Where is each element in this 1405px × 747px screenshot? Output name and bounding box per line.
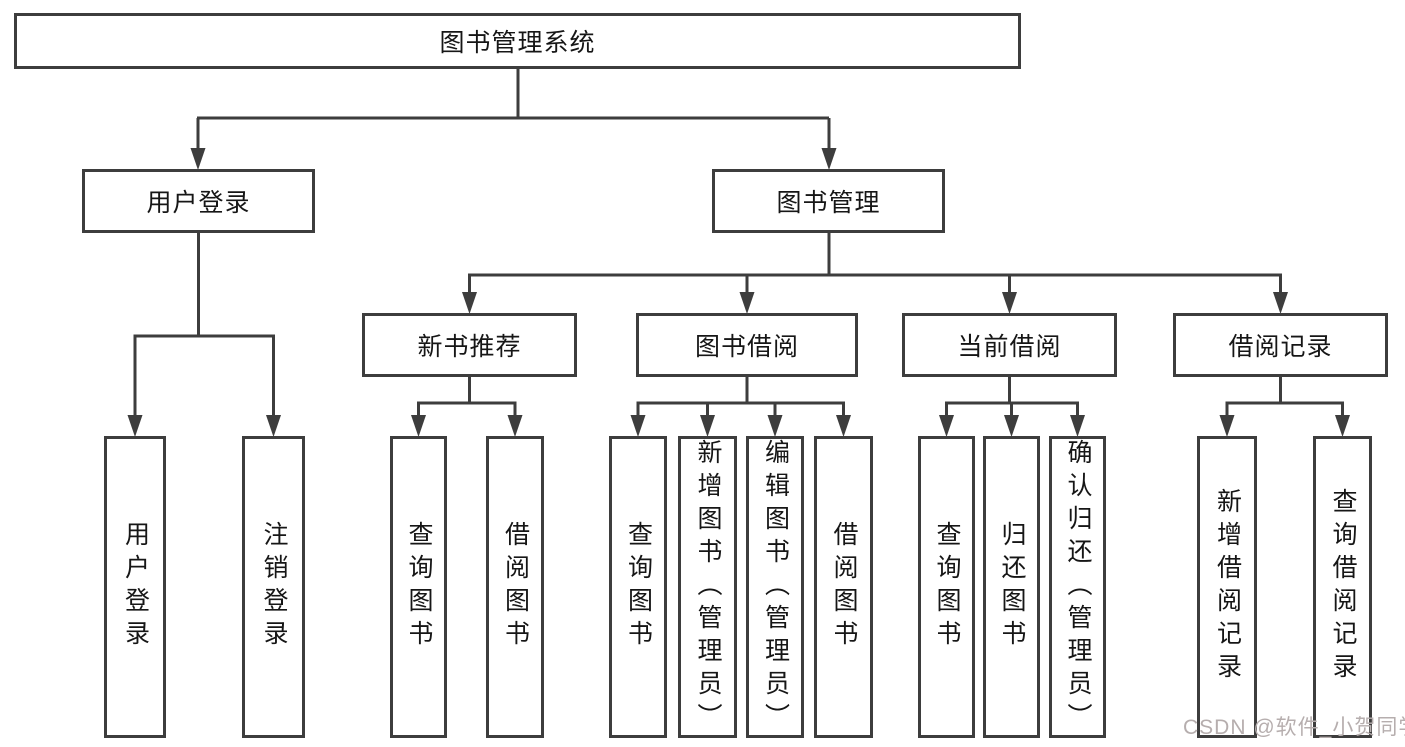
leaf-return-book: 归还图书	[983, 436, 1040, 738]
leaf-logout: 注销登录	[242, 436, 305, 738]
leaf-edit-book-admin: 编辑图书（管理员）	[746, 436, 804, 738]
node-book-management-branch: 图书管理	[712, 169, 945, 233]
leaf-current-query-book-label: 查询图书	[933, 521, 961, 653]
leaf-user-login: 用户登录	[104, 436, 166, 738]
leaf-add-book-admin: 新增图书（管理员）	[678, 436, 737, 738]
node-current-borrow: 当前借阅	[902, 313, 1117, 377]
leaf-query-borrow-record: 查询借阅记录	[1313, 436, 1372, 738]
node-user-login-branch: 用户登录	[82, 169, 315, 233]
leaf-recommend-query-book-label: 查询图书	[405, 521, 433, 653]
node-new-book-recommend: 新书推荐	[362, 313, 577, 377]
leaf-add-book-admin-label: 新增图书（管理员）	[694, 439, 722, 736]
csdn-watermark: CSDN @软件_小贺同学	[1183, 716, 1405, 739]
leaf-confirm-return-admin: 确认归还（管理员）	[1049, 436, 1106, 738]
node-library-management-system: 图书管理系统	[14, 13, 1021, 69]
leaf-current-query-book: 查询图书	[918, 436, 975, 738]
leaf-return-book-label: 归还图书	[998, 521, 1026, 653]
leaf-recommend-query-book: 查询图书	[390, 436, 447, 738]
leaf-logout-label: 注销登录	[260, 521, 288, 653]
leaf-add-borrow-record: 新增借阅记录	[1197, 436, 1257, 738]
leaf-query-borrow-record-label: 查询借阅记录	[1329, 488, 1357, 686]
leaf-recommend-borrow-book: 借阅图书	[486, 436, 544, 738]
leaf-borrow-query-book: 查询图书	[609, 436, 667, 738]
leaf-user-login-label: 用户登录	[121, 521, 150, 653]
leaf-add-borrow-record-label: 新增借阅记录	[1213, 488, 1242, 686]
leaf-borrow-book: 借阅图书	[814, 436, 873, 738]
leaf-borrow-book-label: 借阅图书	[830, 521, 858, 653]
node-borrow-record: 借阅记录	[1173, 313, 1388, 377]
leaf-borrow-query-book-label: 查询图书	[624, 521, 653, 653]
leaf-confirm-return-admin-label: 确认归还（管理员）	[1064, 439, 1092, 736]
leaf-recommend-borrow-book-label: 借阅图书	[501, 521, 530, 653]
node-book-borrow: 图书借阅	[636, 313, 858, 377]
leaf-edit-book-admin-label: 编辑图书（管理员）	[761, 439, 790, 736]
